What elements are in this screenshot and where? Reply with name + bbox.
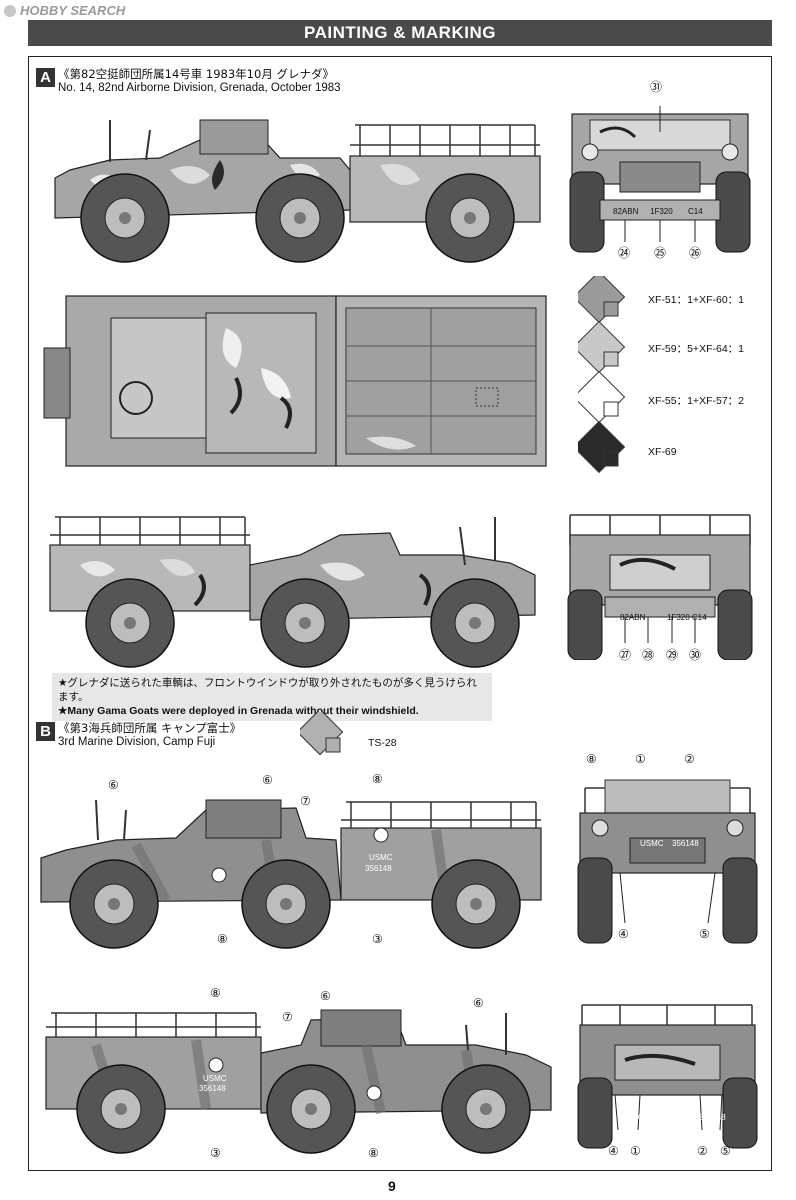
section-a-badge: A bbox=[36, 68, 55, 87]
callout-25: ㉕ bbox=[654, 246, 667, 260]
section-a-swatches bbox=[578, 276, 626, 474]
callout-6d: ⑥ bbox=[473, 996, 484, 1010]
note-en: ★Many Gama Goats were deployed in Grenad… bbox=[58, 705, 419, 717]
callout-31: ㉛ bbox=[650, 80, 663, 94]
callout-8b: ⑧ bbox=[217, 932, 228, 946]
swatch-xf55 bbox=[578, 370, 626, 424]
vehicle-a-top-view bbox=[43, 295, 547, 467]
serial-marking-b1: 356148 bbox=[365, 864, 392, 873]
callout-8a: ⑧ bbox=[372, 772, 383, 786]
section-b-title-jp: 《第3海兵師団所属 キャンプ富士》 bbox=[58, 721, 242, 735]
callout-8d: ⑧ bbox=[210, 986, 221, 1000]
serial-marking-b2: 356148 bbox=[199, 1084, 226, 1093]
marking-1f320-front: 1F320 bbox=[650, 207, 673, 216]
swatch-label-2: XF-59：5+XF-64：1 bbox=[648, 343, 744, 355]
marking-1f320-c14-rear: 1F320 C14 bbox=[667, 613, 707, 622]
callout-6b: ⑥ bbox=[262, 773, 273, 787]
callout-5a: ⑤ bbox=[699, 927, 710, 941]
callout-6a: ⑥ bbox=[108, 778, 119, 792]
callout-2b: ② bbox=[697, 1144, 708, 1158]
callout-8c: ⑧ bbox=[586, 752, 597, 766]
usmc-marking-b1: USMC bbox=[369, 853, 393, 862]
vehicle-a-front-view bbox=[569, 106, 751, 253]
vehicle-a-side-right bbox=[49, 516, 536, 668]
callout-1a: ① bbox=[635, 752, 646, 766]
callout-2a: ② bbox=[684, 752, 695, 766]
logo-icon bbox=[4, 4, 16, 17]
swatch-xf51 bbox=[578, 276, 626, 324]
vehicle-a-rear-view bbox=[567, 514, 753, 660]
callout-3b: ③ bbox=[210, 1146, 221, 1160]
marking-c14-front: C14 bbox=[688, 207, 703, 216]
callout-29: ㉙ bbox=[666, 648, 679, 662]
section-b-title-en: 3rd Marine Division, Camp Fuji bbox=[58, 736, 216, 748]
callout-5b: ⑤ bbox=[720, 1144, 731, 1158]
callout-27: ㉗ bbox=[619, 648, 632, 662]
swatch-label-1: XF-51：1+XF-60：1 bbox=[648, 294, 744, 306]
callout-3a: ③ bbox=[372, 932, 383, 946]
swatch-ts28 bbox=[300, 712, 344, 756]
usmc-marking-front: USMC bbox=[640, 839, 664, 848]
marking-82abn-rear: 82ABN bbox=[620, 613, 646, 622]
serial-marking-front: 356148 bbox=[672, 839, 699, 848]
serial-marking-rear: 356148 bbox=[699, 1113, 726, 1122]
swatch-label-3: XF-55：1+XF-57：2 bbox=[648, 395, 744, 407]
vehicle-b-side-right bbox=[45, 1009, 552, 1154]
usmc-marking-rear: USMC bbox=[620, 1113, 644, 1122]
content-frame bbox=[28, 56, 772, 1171]
swatch-xf59 bbox=[578, 320, 626, 374]
section-a-note: ★グレナダに送られた車輌は、フロントウインドウが取り外されたものが多く見うけられ… bbox=[52, 673, 492, 721]
page-number: 9 bbox=[388, 1178, 396, 1194]
page-header: PAINTING & MARKING bbox=[28, 20, 772, 46]
vehicle-b-front-view bbox=[577, 779, 758, 944]
vehicle-b-side-left bbox=[40, 799, 542, 949]
vehicle-a-side-left bbox=[54, 119, 541, 263]
vehicle-b-rear-view bbox=[577, 1004, 758, 1149]
callout-30: ㉚ bbox=[689, 648, 702, 662]
callout-7b: ⑦ bbox=[282, 1010, 293, 1024]
watermark: HOBBY SEARCH bbox=[4, 3, 125, 18]
swatch-xf69 bbox=[578, 420, 626, 474]
marking-82abn-front: 82ABN bbox=[613, 207, 639, 216]
section-a-title-en: No. 14, 82nd Airborne Division, Grenada,… bbox=[58, 82, 341, 94]
callout-4a: ④ bbox=[618, 927, 629, 941]
note-jp: ★グレナダに送られた車輌は、フロントウインドウが取り外されたものが多く見うけられ… bbox=[58, 677, 477, 703]
callout-4b: ④ bbox=[608, 1144, 619, 1158]
usmc-marking-b2: USMC bbox=[203, 1074, 227, 1083]
callout-8e: ⑧ bbox=[368, 1146, 379, 1160]
swatch-label-ts28: TS-28 bbox=[368, 737, 397, 749]
callout-26: ㉖ bbox=[689, 246, 702, 260]
callout-6c: ⑥ bbox=[320, 989, 331, 1003]
callout-24: ㉔ bbox=[618, 246, 631, 260]
callout-7: ⑦ bbox=[300, 794, 311, 808]
callout-28: ㉘ bbox=[642, 648, 655, 662]
section-a-title-jp: 《第82空挺師団所属14号車 1983年10月 グレナダ》 bbox=[58, 67, 334, 81]
swatch-label-4: XF-69 bbox=[648, 446, 677, 458]
section-b-badge: B bbox=[36, 722, 55, 741]
callout-1b: ① bbox=[630, 1144, 641, 1158]
